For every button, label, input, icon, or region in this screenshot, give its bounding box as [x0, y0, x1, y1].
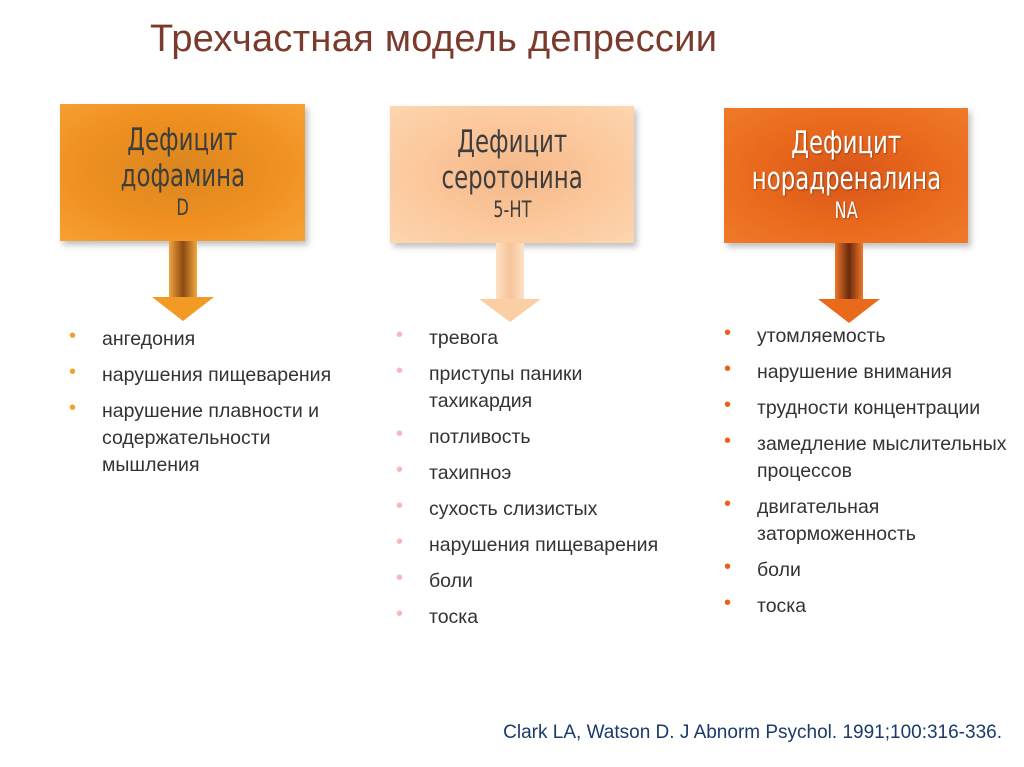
list-item-text: трудности концентрации: [757, 397, 981, 419]
box-line-1: Дефицит: [127, 122, 238, 159]
deficit-box-noradrenaline: Дефицит норадреналина NA: [724, 108, 968, 243]
list-item-text: нарушения пищеварения: [102, 364, 332, 386]
symptom-list-dopamine: • ангедония • нарушения пищеварения • наруш…: [63, 326, 333, 488]
bullet-icon: •: [724, 430, 732, 452]
list-item: • ангедония: [63, 326, 333, 353]
list-item-text: потливость: [429, 426, 531, 448]
list-item: • боли: [390, 568, 670, 595]
list-item: • двигательная заторможенность: [718, 494, 1018, 548]
box-line-2: серотонина: [441, 159, 583, 196]
bullet-icon: •: [724, 322, 732, 344]
list-item: • тоска: [390, 604, 670, 631]
down-arrow-icon: [152, 241, 214, 321]
page-title: Трехчастная модель депрессии: [150, 18, 718, 60]
symptom-list-noradrenaline: • утомляемость • нарушение внимания • трудн…: [718, 323, 1018, 629]
bullet-icon: •: [396, 423, 404, 445]
bullet-icon: •: [396, 360, 404, 382]
list-item-text: тревога: [429, 327, 499, 349]
list-item-text: боли: [757, 559, 801, 581]
list-item-text: тахипноэ: [429, 462, 512, 484]
deficit-box-dopamine: Дефицит дофамина D: [60, 104, 305, 241]
list-item: • нарушения пищеварения: [390, 532, 670, 559]
box-line-3: D: [176, 196, 189, 222]
list-item-text: нарушения пищеварения: [429, 534, 659, 556]
list-item: • нарушения пищеварения: [63, 362, 333, 389]
bullet-icon: •: [396, 531, 404, 553]
bullet-icon: •: [69, 325, 77, 347]
bullet-icon: •: [396, 603, 404, 625]
box-line-2: дофамина: [120, 157, 245, 194]
list-item: • боли: [718, 557, 1018, 584]
down-arrow-icon: [818, 243, 880, 323]
list-item: • тревога: [390, 325, 670, 352]
list-item-text: нарушение плавности и содержательности м…: [102, 400, 320, 476]
list-item: • тахипноэ: [390, 460, 670, 487]
box-line-1: Дефицит: [790, 125, 902, 162]
list-item: • утомляемость: [718, 323, 1018, 350]
bullet-icon: •: [396, 459, 404, 481]
symptom-list-serotonin: • тревога • приступы паники тахикардия • по…: [390, 325, 670, 640]
list-item: • сухость слизистых: [390, 496, 670, 523]
list-item-text: утомляемость: [757, 325, 886, 347]
bullet-icon: •: [396, 324, 404, 346]
list-item: • нарушение плавности и содержательности …: [63, 398, 333, 479]
list-item-text: нарушение внимания: [757, 361, 952, 383]
box-line-3: NA: [834, 199, 858, 225]
list-item-text: тоска: [429, 606, 479, 628]
bullet-icon: •: [724, 493, 732, 515]
bullet-icon: •: [69, 397, 77, 419]
list-item-text: замедление мыслительных процессов: [757, 433, 1007, 482]
bullet-icon: •: [724, 394, 732, 416]
list-item: • замедление мыслительных процессов: [718, 431, 1018, 485]
list-item-text: ангедония: [102, 328, 196, 350]
bullet-icon: •: [396, 495, 404, 517]
bullet-icon: •: [396, 567, 404, 589]
list-item-text: боли: [429, 570, 473, 592]
box-line-1: Дефицит: [456, 124, 568, 161]
list-item-text: приступы паники тахикардия: [429, 363, 583, 412]
bullet-icon: •: [69, 361, 77, 383]
list-item: • приступы паники тахикардия: [390, 361, 670, 415]
box-line-2: норадреналина: [751, 160, 941, 197]
list-item: • потливость: [390, 424, 670, 451]
list-item-text: двигательная заторможенность: [757, 496, 916, 545]
citation: Clark LA, Watson D. J Abnorm Psychol. 19…: [503, 722, 1002, 743]
box-line-3: 5-HT: [492, 198, 532, 224]
bullet-icon: •: [724, 358, 732, 380]
list-item: • тоска: [718, 593, 1018, 620]
deficit-box-serotonin: Дефицит серотонина 5-HT: [390, 106, 634, 243]
down-arrow-icon: [479, 243, 541, 322]
list-item: • трудности концентрации: [718, 395, 1018, 422]
list-item-text: сухость слизистых: [429, 498, 598, 520]
list-item-text: тоска: [757, 595, 807, 617]
bullet-icon: •: [724, 592, 732, 614]
bullet-icon: •: [724, 556, 732, 578]
list-item: • нарушение внимания: [718, 359, 1018, 386]
